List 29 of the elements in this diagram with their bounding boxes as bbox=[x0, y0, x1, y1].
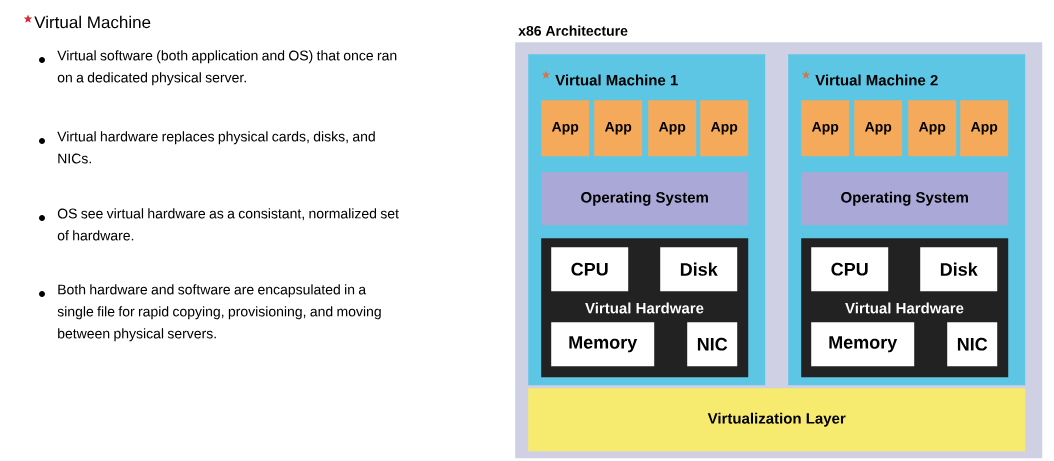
app-box: App bbox=[960, 100, 1009, 157]
heading: Virtual Machine bbox=[34, 15, 151, 29]
hardware-part-box: Memory bbox=[811, 322, 915, 367]
hardware-part-box: NIC bbox=[687, 322, 738, 367]
bullet-text: Virtual hardware replaces physical cards, disks, and NICs. bbox=[57, 131, 375, 164]
app-box: App bbox=[801, 100, 850, 157]
hardware-part-box: CPU bbox=[811, 247, 889, 292]
operating-system-box: Operating System bbox=[801, 172, 1009, 226]
hardware-part-box: Disk bbox=[920, 247, 998, 292]
app-box: App bbox=[908, 100, 957, 157]
panel-title: Virtual Machine 2 bbox=[815, 74, 938, 86]
virtualization-layer-box: Virtualization Layer bbox=[528, 388, 1026, 452]
app-box: App bbox=[648, 100, 697, 157]
box-label: Virtual Hardware bbox=[585, 302, 704, 314]
panel-title: Virtual Machine 1 bbox=[555, 74, 678, 86]
bullet-text: Virtual software (both application and OS) that once ran on a dedicated physical server. bbox=[57, 50, 397, 86]
hardware-part-box: NIC bbox=[947, 322, 998, 367]
app-box: App bbox=[854, 100, 903, 157]
app-box: App bbox=[594, 100, 643, 157]
app-box: App bbox=[700, 100, 749, 157]
hardware-part-box: Memory bbox=[551, 322, 655, 367]
box-heading: x86 Architecture bbox=[518, 25, 628, 36]
app-box: App bbox=[541, 100, 590, 157]
box-label: Virtual Hardware bbox=[845, 302, 964, 314]
hardware-part-box: Disk bbox=[660, 247, 738, 292]
bullet-text: Both hardware and software are encapsulated in a single file for rapid copying, provisioning, and moving between physical servers. bbox=[57, 284, 381, 342]
bullet-text: OS see virtual hardware as a consistant, normalized set of hardware. bbox=[57, 208, 399, 241]
hardware-part-box: CPU bbox=[551, 247, 629, 292]
operating-system-box: Operating System bbox=[541, 172, 749, 226]
